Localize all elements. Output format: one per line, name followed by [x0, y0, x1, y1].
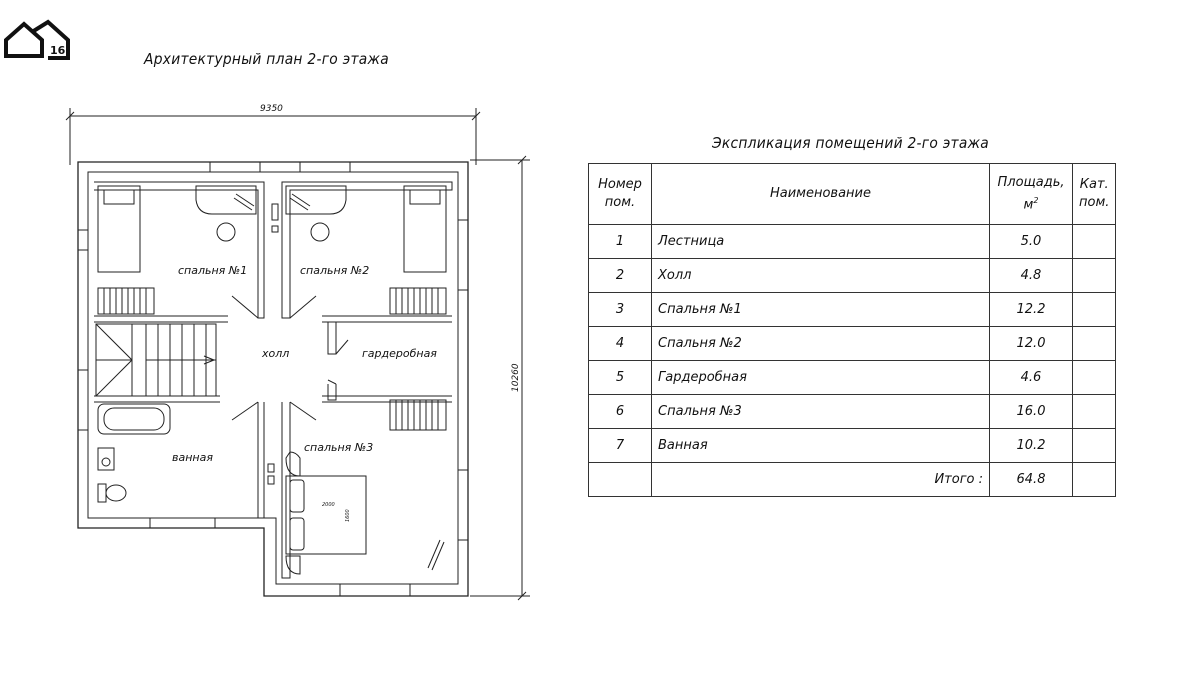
total-cat — [1071, 462, 1117, 497]
row-cat — [1071, 394, 1117, 429]
row-cat — [1071, 224, 1117, 259]
row-num: 7 — [588, 428, 652, 463]
row-num: 4 — [588, 326, 652, 361]
table-row: 2 Холл 4.8 — [588, 258, 1117, 293]
header-area: Площадь,м2 — [989, 163, 1073, 225]
header-cat: Кат.пом. — [1071, 163, 1117, 225]
row-area: 12.0 — [989, 326, 1073, 361]
bed-dim-length: 2000 — [322, 502, 335, 508]
row-area: 4.8 — [989, 258, 1073, 293]
table-row: 7 Ванная 10.2 — [588, 428, 1117, 463]
row-name: Холл — [651, 258, 990, 293]
plan-title: Архитектурный план 2-го этажа — [144, 50, 389, 68]
row-area: 10.2 — [989, 428, 1073, 463]
dim-height: 10260 — [511, 363, 521, 392]
row-num: 5 — [588, 360, 652, 395]
room-label-bedroom3: спальня №3 — [304, 441, 373, 454]
total-value: 64.8 — [989, 462, 1073, 497]
row-cat — [1071, 292, 1117, 327]
logo-badge: 16 — [50, 44, 66, 57]
header-name: Наименование — [651, 163, 990, 225]
house-logo-icon: 16 — [4, 19, 70, 60]
total-label: Итого : — [651, 462, 990, 497]
explication-title: Экспликация помещений 2-го этажа — [712, 134, 990, 152]
room-label-bedroom2: спальня №2 — [300, 264, 369, 277]
row-name: Ванная — [651, 428, 990, 463]
table-row: 3 Спальня №1 12.2 — [588, 292, 1117, 327]
row-name: Гардеробная — [651, 360, 990, 395]
room-label-bedroom1: спальня №1 — [178, 264, 247, 277]
row-num: 2 — [588, 258, 652, 293]
row-cat — [1071, 360, 1117, 395]
table-row: 6 Спальня №3 16.0 — [588, 394, 1117, 429]
row-num: 1 — [588, 224, 652, 259]
row-area: 12.2 — [989, 292, 1073, 327]
total-empty — [588, 462, 652, 497]
total-row: Итого : 64.8 — [588, 462, 1117, 497]
row-name: Спальня №3 — [651, 394, 990, 429]
room-label-hall: холл — [261, 347, 289, 360]
row-area: 5.0 — [989, 224, 1073, 259]
row-name: Спальня №1 — [651, 292, 990, 327]
room-label-bath: ванная — [172, 451, 213, 464]
row-area: 4.6 — [989, 360, 1073, 395]
table-row: 5 Гардеробная 4.6 — [588, 360, 1117, 395]
row-cat — [1071, 326, 1117, 361]
row-num: 3 — [588, 292, 652, 327]
row-cat — [1071, 428, 1117, 463]
bed-dim-width: 1600 — [345, 509, 351, 522]
dim-width: 9350 — [260, 104, 283, 114]
room-label-wardrobe: гардеробная — [362, 347, 437, 360]
table-row: 4 Спальня №2 12.0 — [588, 326, 1117, 361]
row-area: 16.0 — [989, 394, 1073, 429]
row-name: Спальня №2 — [651, 326, 990, 361]
row-cat — [1071, 258, 1117, 293]
row-num: 6 — [588, 394, 652, 429]
table-row: 1 Лестница 5.0 — [588, 224, 1117, 259]
row-name: Лестница — [651, 224, 990, 259]
